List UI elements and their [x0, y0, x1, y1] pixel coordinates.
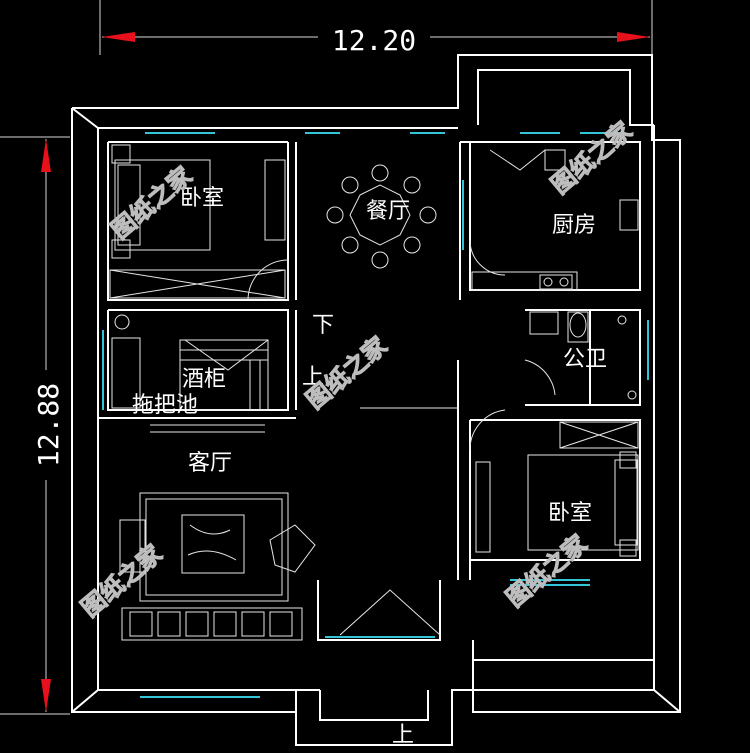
label-kitchen: 厨房 — [552, 213, 596, 238]
stair-and-cabinet — [111, 314, 269, 433]
label-wine-cabinet: 酒柜 — [182, 367, 226, 392]
doors — [247, 149, 556, 636]
label-mop-sink: 拖把池 — [132, 393, 198, 418]
windows — [102, 132, 649, 698]
label-bedroom-nw: 卧室 — [180, 186, 224, 211]
living-room-furniture — [119, 492, 316, 641]
height-dimension: 12.88 — [32, 383, 65, 467]
bedroom-se-furniture — [475, 421, 639, 557]
label-entrance-up: 上 — [392, 723, 414, 748]
bedroom-nw-furniture — [109, 144, 286, 299]
label-living-room: 客厅 — [188, 451, 232, 476]
dim-arrow-right — [617, 32, 650, 42]
dim-arrow-bottom — [41, 679, 51, 712]
label-up-stair: 上 — [302, 365, 324, 390]
outer-walls — [71, 54, 681, 746]
watermark-3: 图纸之家 — [546, 116, 638, 199]
dimension-lines — [0, 0, 653, 715]
width-dimension: 12.20 — [332, 24, 416, 57]
label-bedroom-se: 卧室 — [548, 501, 592, 526]
kitchen-counter — [471, 149, 639, 291]
label-down: 下 — [312, 313, 334, 338]
dim-arrow-left — [102, 32, 135, 42]
dining-table — [326, 164, 437, 269]
label-bathroom: 公卫 — [563, 347, 607, 372]
label-dining: 餐厅 — [366, 199, 410, 224]
dim-arrow-top — [41, 139, 51, 172]
bathroom-fixtures — [529, 311, 637, 400]
watermark-5: 图纸之家 — [501, 529, 593, 612]
